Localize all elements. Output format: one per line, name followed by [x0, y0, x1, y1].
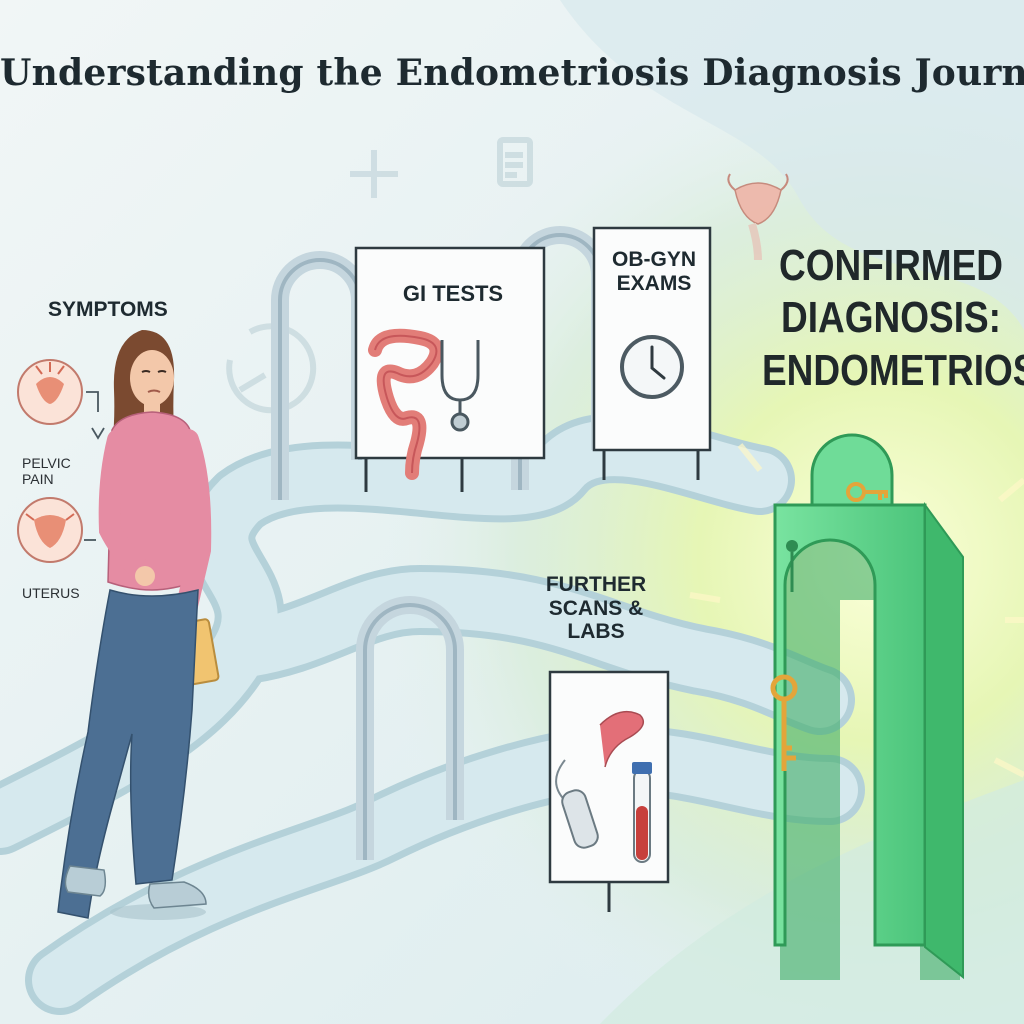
blood-test-tube-icon	[632, 762, 652, 863]
symptoms-label: SYMPTOMS	[48, 298, 168, 321]
light-rays	[689, 443, 1024, 778]
chevron-down-icon	[91, 427, 105, 440]
uterus-label: UTERUS	[22, 585, 80, 601]
key-icon	[846, 482, 888, 502]
intestines-icon	[368, 328, 444, 480]
sign-obgyn-exams	[592, 226, 712, 480]
key-icon	[770, 674, 798, 771]
upper-swirl	[560, 0, 1024, 330]
right-shoe	[147, 881, 207, 909]
jeans	[57, 589, 199, 919]
left-shoe	[64, 865, 107, 897]
gi-tests-label: GI TESTS	[402, 281, 504, 306]
obgyn-exams-label: OB-GYN EXAMS	[612, 248, 696, 295]
face	[130, 350, 174, 406]
uterus-decor-icon	[727, 173, 789, 261]
stethoscope-icon	[440, 340, 480, 432]
archway-icon	[773, 503, 927, 947]
clock-icon	[620, 335, 684, 399]
pelvic-pain-icon	[17, 359, 83, 425]
page-title: Understanding the Endometriosis Diagnosi…	[0, 52, 1024, 94]
uterus-icon	[17, 497, 83, 563]
patient-figure	[57, 330, 220, 920]
confirmed-diagnosis-label: CONFIRMED DIAGNOSIS: ENDOMETRIOSIS	[762, 241, 1024, 395]
sign-further-scans	[548, 670, 670, 912]
sign-gi-tests	[354, 246, 546, 492]
further-scans-label: FURTHER SCANS & LABS	[545, 573, 647, 644]
medical-cross-icon	[350, 150, 398, 198]
archway-further	[356, 596, 464, 860]
connector-line	[86, 391, 99, 412]
pelvic-pain-label: PELVIC PAIN	[22, 455, 71, 487]
gate-top	[810, 433, 894, 507]
confirmed-gate	[689, 433, 1024, 980]
ultrasound-probe-icon	[555, 710, 645, 849]
clipboard-icon	[497, 137, 533, 187]
gate-keyhole-icon	[786, 540, 798, 592]
